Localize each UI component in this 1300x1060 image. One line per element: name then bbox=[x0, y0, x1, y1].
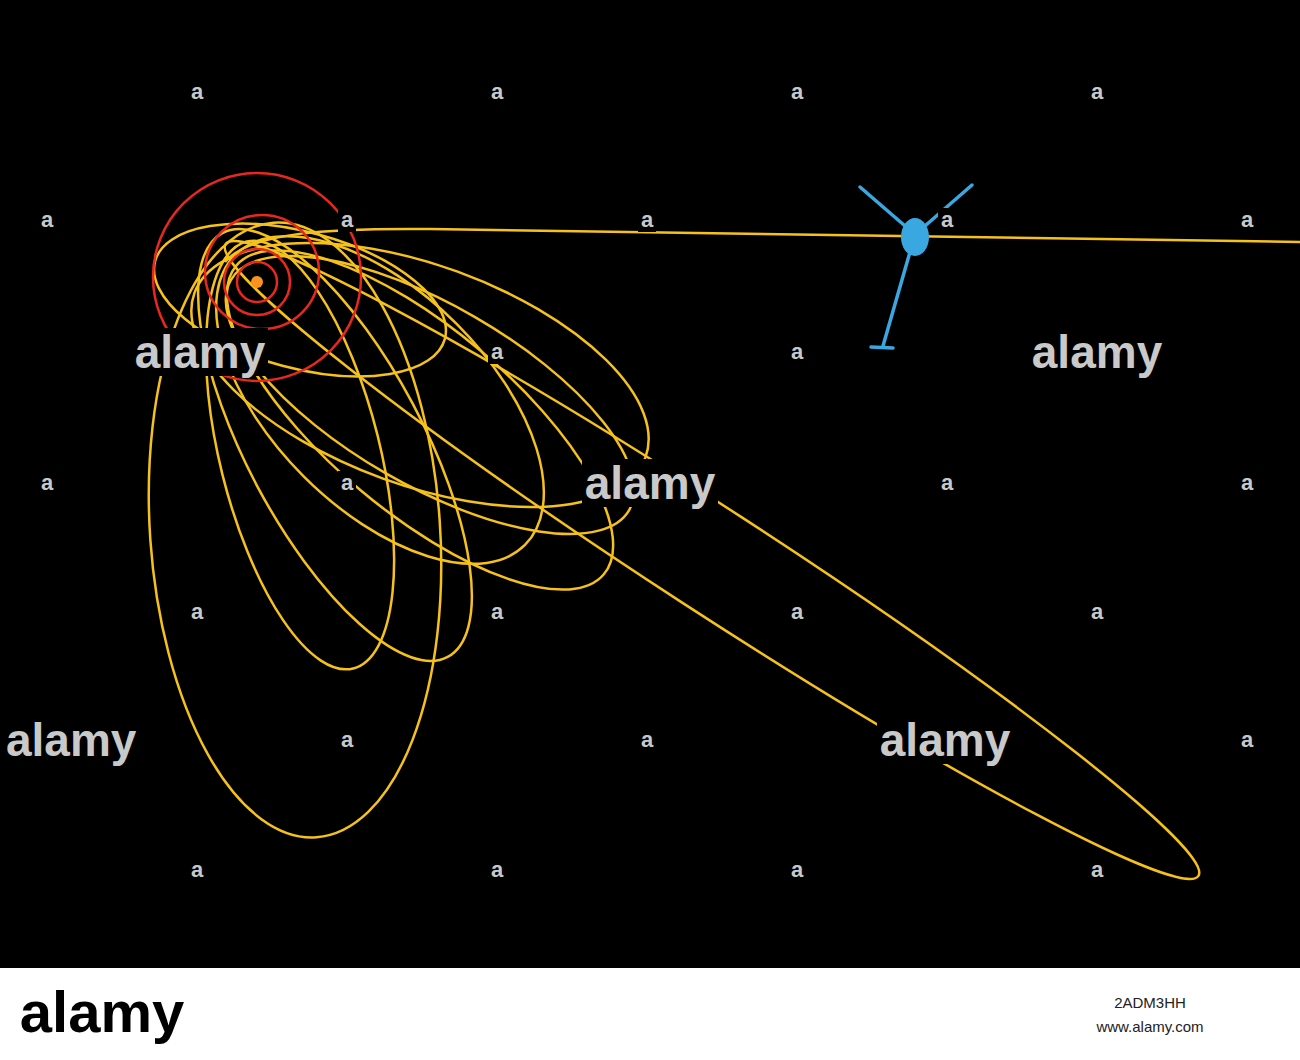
watermark-letter: a bbox=[1088, 80, 1106, 104]
moon-orbit bbox=[224, 249, 290, 315]
orbit-loop bbox=[186, 202, 674, 588]
watermark-text: alamy bbox=[17, 982, 187, 1042]
orbit-loop bbox=[145, 192, 526, 698]
watermark-letter: a bbox=[1238, 208, 1256, 232]
space-background bbox=[0, 0, 1300, 968]
watermark-letter: a bbox=[38, 471, 56, 495]
spacecraft-probe bbox=[871, 347, 893, 348]
watermark-letter: a bbox=[338, 728, 356, 752]
watermark-letter: a bbox=[488, 858, 506, 882]
moon-orbit bbox=[237, 262, 277, 302]
watermark-letter: a bbox=[788, 80, 806, 104]
watermark-letter: a bbox=[938, 208, 956, 232]
watermark-letter: a bbox=[788, 858, 806, 882]
watermark-letter: a bbox=[38, 208, 56, 232]
watermark-text: alamy bbox=[877, 716, 1013, 764]
watermark-letter: a bbox=[338, 208, 356, 232]
watermark-text: alamy bbox=[1029, 328, 1165, 376]
watermark-letter: a bbox=[188, 858, 206, 882]
spacecraft-boom bbox=[918, 185, 972, 232]
orbit-paths bbox=[129, 179, 1300, 920]
watermark-letter: a bbox=[638, 728, 656, 752]
spacecraft-boom bbox=[883, 245, 912, 346]
watermark-letter: a bbox=[188, 600, 206, 624]
watermark-letter: a bbox=[488, 340, 506, 364]
watermark-letter: a bbox=[1238, 471, 1256, 495]
watermark-letter: a bbox=[788, 340, 806, 364]
watermark-letter: a bbox=[938, 471, 956, 495]
approach-trajectory bbox=[225, 229, 1300, 262]
watermark-letter: a bbox=[1088, 600, 1106, 624]
watermark-text: alamy bbox=[132, 328, 268, 376]
moon-orbit bbox=[205, 215, 319, 329]
watermark-letter: a bbox=[338, 471, 356, 495]
watermark-letter: a bbox=[488, 600, 506, 624]
spacecraft-body bbox=[901, 218, 929, 256]
watermark-letter: a bbox=[1238, 728, 1256, 752]
watermark-text: alamy bbox=[582, 459, 718, 507]
spacecraft-symbol bbox=[860, 185, 972, 348]
watermark-letter: a bbox=[788, 600, 806, 624]
watermark-text: 2ADM3HH bbox=[1111, 994, 1189, 1011]
watermark-letter: a bbox=[638, 208, 656, 232]
watermark-text: alamy bbox=[3, 716, 139, 764]
orbit-loop bbox=[159, 179, 602, 622]
watermark-letter: a bbox=[1088, 858, 1106, 882]
watermark-letter: a bbox=[488, 80, 506, 104]
watermark-letter: a bbox=[188, 80, 206, 104]
watermark-text: www.alamy.com bbox=[1093, 1018, 1206, 1035]
watermark-band bbox=[0, 968, 1300, 1060]
planet-dot bbox=[251, 276, 263, 288]
